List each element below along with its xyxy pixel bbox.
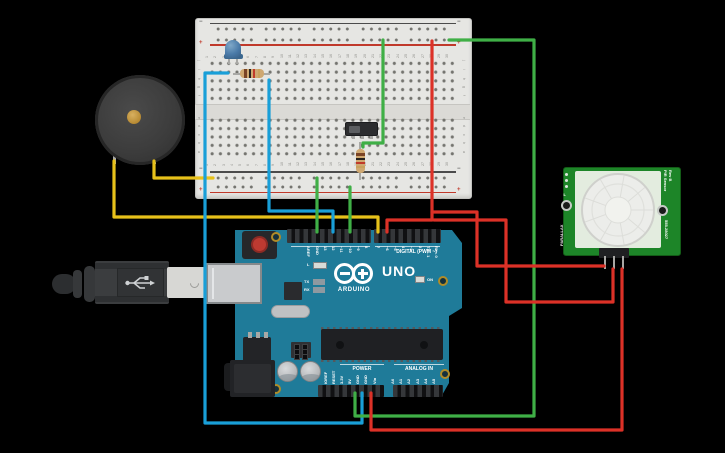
- resistor-band-3: [355, 161, 365, 164]
- resistor-band-1: [244, 69, 247, 78]
- breadboard-top-positive-rail[interactable]: [213, 35, 448, 44]
- breadboard-top-negative-line: [210, 22, 456, 25]
- minus-symbol: −: [199, 166, 203, 172]
- barrel-jack: [230, 360, 275, 397]
- breadboard-top-positive-line: [210, 44, 456, 46]
- icsp-header[interactable]: [291, 342, 311, 360]
- minus-symbol: −: [457, 19, 461, 25]
- logo-minus: [339, 272, 350, 275]
- led-tx-label: TX: [304, 279, 310, 284]
- breadboard-top-negative-rail[interactable]: [213, 24, 448, 33]
- resistor-band-3: [252, 69, 255, 78]
- pir-pin-header: [599, 248, 629, 258]
- led-l-label: L: [307, 262, 310, 267]
- usb-cable-rib: [84, 266, 95, 302]
- digital-bracket-left: [291, 245, 370, 247]
- plus-symbol: +: [457, 187, 461, 193]
- led-on: [415, 276, 425, 283]
- pir-pin-left: [603, 256, 606, 269]
- wire-buzzer-minus-to-gnd-rail[interactable]: [152, 159, 215, 180]
- pir-fresnel-lens: [581, 173, 655, 247]
- arduino-usb-socket: [206, 263, 262, 304]
- breadboard-bottom-negative-rail[interactable]: [213, 174, 448, 182]
- voltage-regulator: [243, 337, 271, 362]
- plus-symbol: +: [199, 187, 203, 193]
- atmega-chip[interactable]: [321, 329, 443, 360]
- wire-pir-middle-pin[interactable]: [432, 218, 615, 304]
- usb-plug[interactable]: [95, 261, 169, 304]
- pir-mount-hole-left: [561, 200, 572, 211]
- pir-jumper-pad: [564, 179, 568, 182]
- wire-plus-rail-to-d6[interactable]: [385, 39, 434, 234]
- pir-mount-hole-right: [657, 205, 668, 216]
- breadboard-bottom-negative-line: [210, 171, 456, 173]
- wire-led-column-to-power-gnd[interactable]: [203, 71, 364, 425]
- resistor-band-4: [257, 69, 260, 78]
- usb-cable-end: [52, 274, 76, 294]
- analog-bracket: [394, 363, 444, 365]
- wire-plus-rail-to-switch-column[interactable]: [361, 38, 385, 149]
- crystal-oscillator: [271, 305, 310, 318]
- chip-pins-bottom: [321, 358, 443, 362]
- breadboard-top-grid[interactable]: [208, 58, 458, 103]
- uno-model-text: UNO: [382, 263, 417, 279]
- capacitor: [300, 361, 321, 382]
- mount-hole: [440, 369, 450, 379]
- led-rx-label: RX: [304, 287, 310, 292]
- reset-button[interactable]: [251, 236, 268, 253]
- usb-cable-rib: [73, 270, 82, 298]
- digital-header-right[interactable]: [374, 229, 441, 243]
- usb-plug-metal: [167, 267, 207, 298]
- wire-power-gnd-to-pir-right-pin[interactable]: [369, 267, 624, 432]
- resistor-vertical[interactable]: [354, 142, 366, 180]
- mount-hole: [438, 276, 448, 286]
- arduino-brand-text: ARDUINO: [337, 287, 371, 293]
- capacitor: [277, 361, 298, 382]
- slide-switch[interactable]: [345, 122, 378, 136]
- led-rx: [313, 287, 325, 293]
- blue-led[interactable]: [225, 40, 241, 58]
- breadboard-bottom-positive-line: [210, 191, 456, 194]
- resistor-band-2: [248, 69, 251, 78]
- pir-pin-middle: [612, 256, 615, 269]
- pir-jumper-pad: [564, 173, 568, 176]
- wire-junction-to-pir-left-pin[interactable]: [430, 210, 606, 268]
- usb-controller-chip: [284, 282, 302, 300]
- power-header[interactable]: [318, 385, 384, 397]
- led-tx: [313, 279, 325, 285]
- switch-knob[interactable]: [349, 126, 360, 133]
- led-on-label: ON: [427, 277, 433, 282]
- minus-symbol: −: [457, 166, 461, 172]
- digital-bracket-right: [375, 245, 440, 247]
- pir-pin-right: [621, 256, 624, 269]
- resistor-horizontal[interactable]: [233, 69, 270, 78]
- pir-jumper-label: L: [563, 192, 566, 197]
- wire-buzzer-plus-to-d7[interactable]: [112, 159, 380, 234]
- buzzer-center-contact: [127, 110, 141, 124]
- resistor-band-2: [355, 157, 365, 160]
- resistor-band-4: [355, 166, 365, 168]
- usb-icon: [125, 276, 155, 289]
- logo-plus-vertical: [361, 268, 364, 279]
- pir-jumper-pad: [564, 185, 568, 188]
- breadboard-bottom-positive-rail[interactable]: [213, 182, 448, 191]
- mount-hole: [271, 232, 281, 242]
- plus-symbol: +: [199, 40, 203, 46]
- wire-plus-rail-to-5v[interactable]: [353, 38, 536, 418]
- breadboard-bottom-grid[interactable]: [208, 115, 458, 158]
- led-l: [313, 262, 327, 269]
- analog-header[interactable]: [393, 385, 443, 397]
- arduino-logo-icon: [352, 263, 373, 284]
- power-caption: POWER: [352, 365, 372, 372]
- wire-resistor-column-to-d12[interactable]: [267, 78, 335, 234]
- analog-caption: ANALOG IN: [404, 365, 434, 372]
- power-bracket: [340, 363, 384, 365]
- plus-symbol: +: [457, 40, 461, 46]
- resistor-band-1: [355, 153, 365, 156]
- digital-caption: DIGITAL (PWM ~): [396, 249, 437, 255]
- minus-symbol: −: [199, 19, 203, 25]
